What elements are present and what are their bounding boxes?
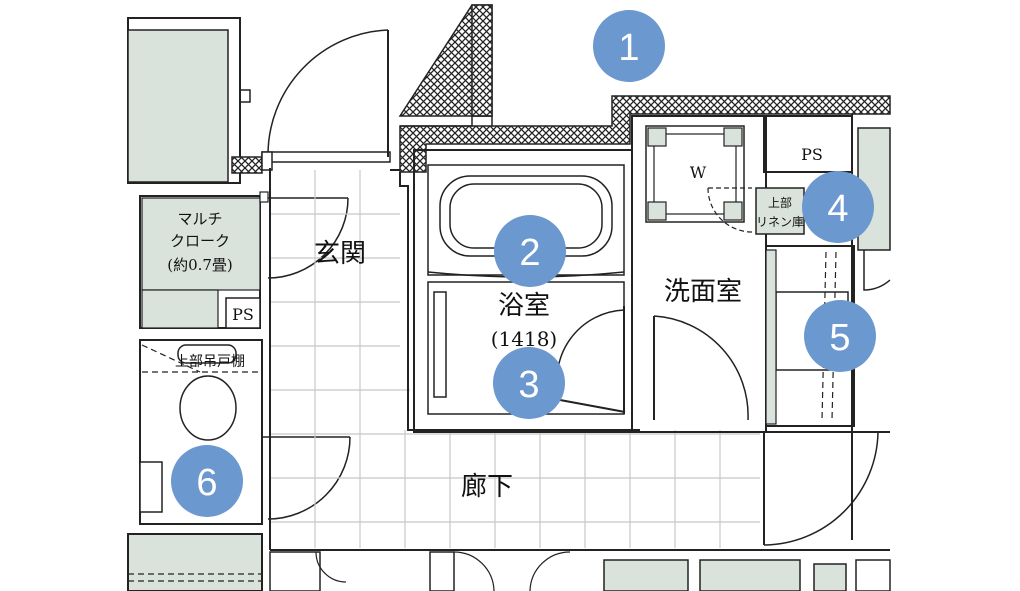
- marker-5: 5: [804, 300, 876, 372]
- marker-4: 4: [802, 171, 874, 243]
- entrance-door: [261, 29, 391, 171]
- structural-walls: [398, 4, 891, 173]
- bottom-right-door: [763, 431, 890, 546]
- closet-label-line3: (約0.7畳): [167, 256, 233, 274]
- bottom-left-block: [127, 533, 263, 591]
- marker-3: 3: [493, 347, 565, 419]
- entrance-label: 玄関: [314, 239, 366, 269]
- bathroom-size-label: (1418): [491, 327, 558, 351]
- marker-6: 6: [171, 445, 243, 517]
- washroom-label: 洗面室: [664, 277, 742, 307]
- corridor-walls: [269, 168, 890, 551]
- closet-label-line1: マルチ: [177, 210, 222, 228]
- linen-label-line2: リネン庫: [756, 215, 804, 229]
- closet-area: [139, 195, 261, 329]
- marker-4-number: 4: [827, 188, 848, 230]
- top-left-block: [127, 17, 263, 184]
- marker-3-number: 3: [518, 364, 539, 406]
- ps-top-label: PS: [801, 145, 823, 164]
- bathroom-label: 浴室: [498, 291, 550, 321]
- washer-label: W: [690, 163, 707, 182]
- corridor-grid: [270, 170, 760, 548]
- bottom-strip: [269, 551, 891, 591]
- hallway-label: 廊下: [461, 472, 513, 502]
- upper-cabinet-label: 上部吊戸棚: [175, 354, 245, 370]
- toilet-room: [139, 339, 351, 525]
- linen-label-line1: 上部: [768, 195, 792, 210]
- closet-label-line2: クローク: [170, 232, 230, 250]
- marker-2-number: 2: [519, 232, 540, 274]
- ps-left-label: PS: [232, 305, 254, 324]
- marker-1: 1: [593, 10, 665, 82]
- marker-5-number: 5: [829, 317, 850, 359]
- marker-1-number: 1: [618, 27, 639, 69]
- marker-6-number: 6: [196, 462, 217, 504]
- washroom: [631, 115, 805, 433]
- marker-2: 2: [494, 215, 566, 287]
